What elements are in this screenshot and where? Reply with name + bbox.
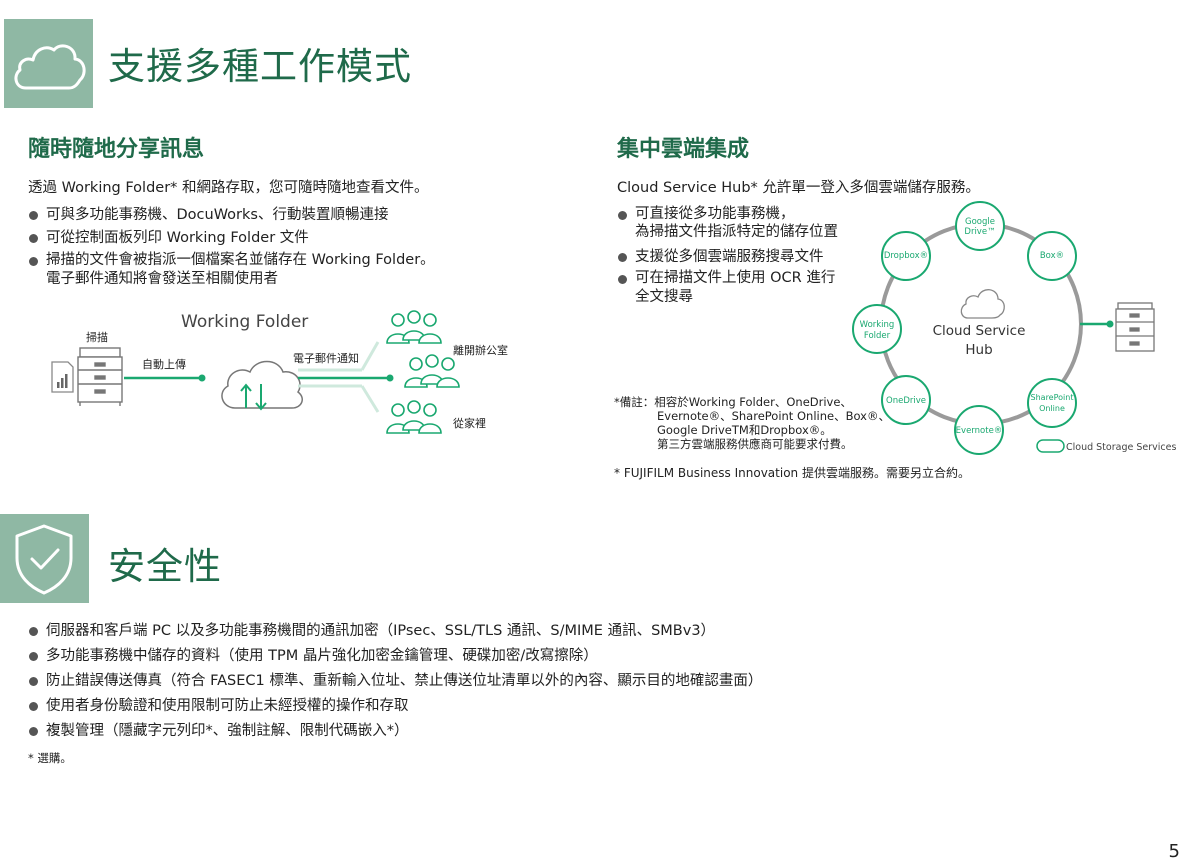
list-item: 使用者身份驗證和使用限制可防止未經授權的操作和存取 — [28, 696, 1128, 716]
svg-text:Drive™: Drive™ — [964, 227, 995, 237]
list-item: 支援從多個雲端服務搜尋文件 — [617, 247, 867, 267]
list-item: 多功能事務機中儲存的資料（使用 TPM 晶片強化加密金鑰管理、硬碟加密/改寫擦除… — [28, 646, 1128, 666]
svg-text:OneDrive: OneDrive — [886, 396, 926, 406]
share-info-bullets: 可與多功能事務機、DocuWorks、行動裝置順暢連接 可從控制面板列印 Wor… — [28, 205, 588, 292]
list-item: 可從控制面板列印 Working Folder 文件 — [28, 228, 588, 248]
svg-text:Google: Google — [965, 217, 995, 227]
node-evernote: Evernote® — [954, 405, 1004, 455]
compat-note: *備註：相容於Working Folder、OneDrive、 Evernote… — [614, 395, 890, 451]
node-dropbox: Dropbox® — [881, 231, 931, 281]
section-icon-block — [0, 514, 89, 603]
list-item: 可直接從多功能事務機，為掃描文件指派特定的儲存位置 — [617, 205, 867, 241]
legend: Cloud Storage Services — [1036, 439, 1176, 453]
hub-center-line1: Cloud Service — [933, 323, 1026, 339]
svg-text:Evernote®: Evernote® — [956, 426, 1003, 436]
list-item: 防止錯誤傳送傳真（符合 FASEC1 標準、重新輸入位址、禁止傳送位址清單以外的… — [28, 671, 1128, 691]
list-item: 複製管理（隱藏字元列印*、強制註解、限制代碼嵌入*） — [28, 721, 1128, 741]
cloud-footnote: * FUJIFILM Business Innovation 提供雲端服務。需要… — [614, 466, 970, 480]
list-item: 可與多功能事務機、DocuWorks、行動裝置順暢連接 — [28, 205, 588, 225]
node-google-drive: Google Drive™ — [955, 201, 1005, 251]
svg-text:Box®: Box® — [1040, 251, 1064, 261]
security-bullets: 伺服器和客戶端 PC 以及多功能事務機間的通訊加密（IPsec、SSL/TLS … — [28, 621, 1128, 746]
people-group-icon — [404, 354, 460, 388]
share-info-intro: 透過 Working Folder* 和網路存取，您可隨時隨地查看文件。 — [28, 180, 429, 196]
printer-icon — [77, 347, 123, 406]
list-item: 掃描的文件會被指派一個檔案名並儲存在 Working Folder。電子郵件通知… — [28, 251, 588, 289]
svg-text:Online: Online — [1039, 404, 1065, 413]
working-folder-diagram — [51, 310, 460, 434]
away-office-label: 離開辦公室 — [453, 344, 508, 357]
section-icon-block — [4, 19, 93, 108]
node-sharepoint: SharePoint Online — [1027, 378, 1077, 428]
svg-text:Cloud Storage Services: Cloud Storage Services — [1066, 442, 1176, 453]
node-onedrive: OneDrive — [881, 375, 931, 425]
hub-center-line2: Hub — [965, 342, 992, 358]
printer-icon — [1115, 302, 1155, 352]
svg-text:SharePoint: SharePoint — [1031, 393, 1074, 402]
working-folder-label: Working Folder — [181, 312, 309, 332]
cloud-service-hub-diagram: Cloud Service Hub Google Drive™ Box® Sha… — [852, 201, 1176, 455]
home-label: 從家裡 — [453, 417, 486, 430]
section-title-security: 安全性 — [108, 545, 222, 588]
node-working-folder: Working Folder — [852, 304, 902, 354]
share-info-title: 隨時隨地分享訊息 — [28, 137, 205, 162]
email-notify-label: 電子郵件通知 — [293, 352, 359, 365]
auto-upload-label: 自動上傳 — [142, 358, 186, 371]
cloud-integration-bullets: 可直接從多功能事務機，為掃描文件指派特定的儲存位置 支援從多個雲端服務搜尋文件 … — [617, 205, 867, 310]
svg-text:Folder: Folder — [864, 331, 891, 341]
cloud-integration-intro: Cloud Service Hub* 允許單一登入多個雲端儲存服務。 — [617, 180, 980, 196]
node-box: Box® — [1027, 231, 1077, 281]
security-footnote: * 選購。 — [28, 751, 72, 765]
shield-check-icon — [15, 524, 73, 595]
cloud-sync-icon — [221, 360, 303, 411]
svg-text:Dropbox®: Dropbox® — [884, 251, 928, 261]
list-item: 伺服器和客戶端 PC 以及多功能事務機間的通訊加密（IPsec、SSL/TLS … — [28, 621, 1128, 641]
scan-label: 掃描 — [86, 331, 108, 344]
section-title-work-modes: 支援多種工作模式 — [108, 45, 412, 88]
cloud-icon — [14, 44, 86, 90]
document-chart-icon — [51, 361, 74, 393]
people-group-icon — [386, 310, 442, 344]
page-number: 5 — [1168, 841, 1180, 862]
people-group-icon — [386, 400, 442, 434]
cloud-integration-title: 集中雲端集成 — [617, 137, 750, 162]
list-item: 可在掃描文件上使用 OCR 進行全文搜尋 — [617, 269, 867, 307]
cloud-icon — [960, 289, 1005, 319]
svg-text:Working: Working — [860, 320, 895, 330]
